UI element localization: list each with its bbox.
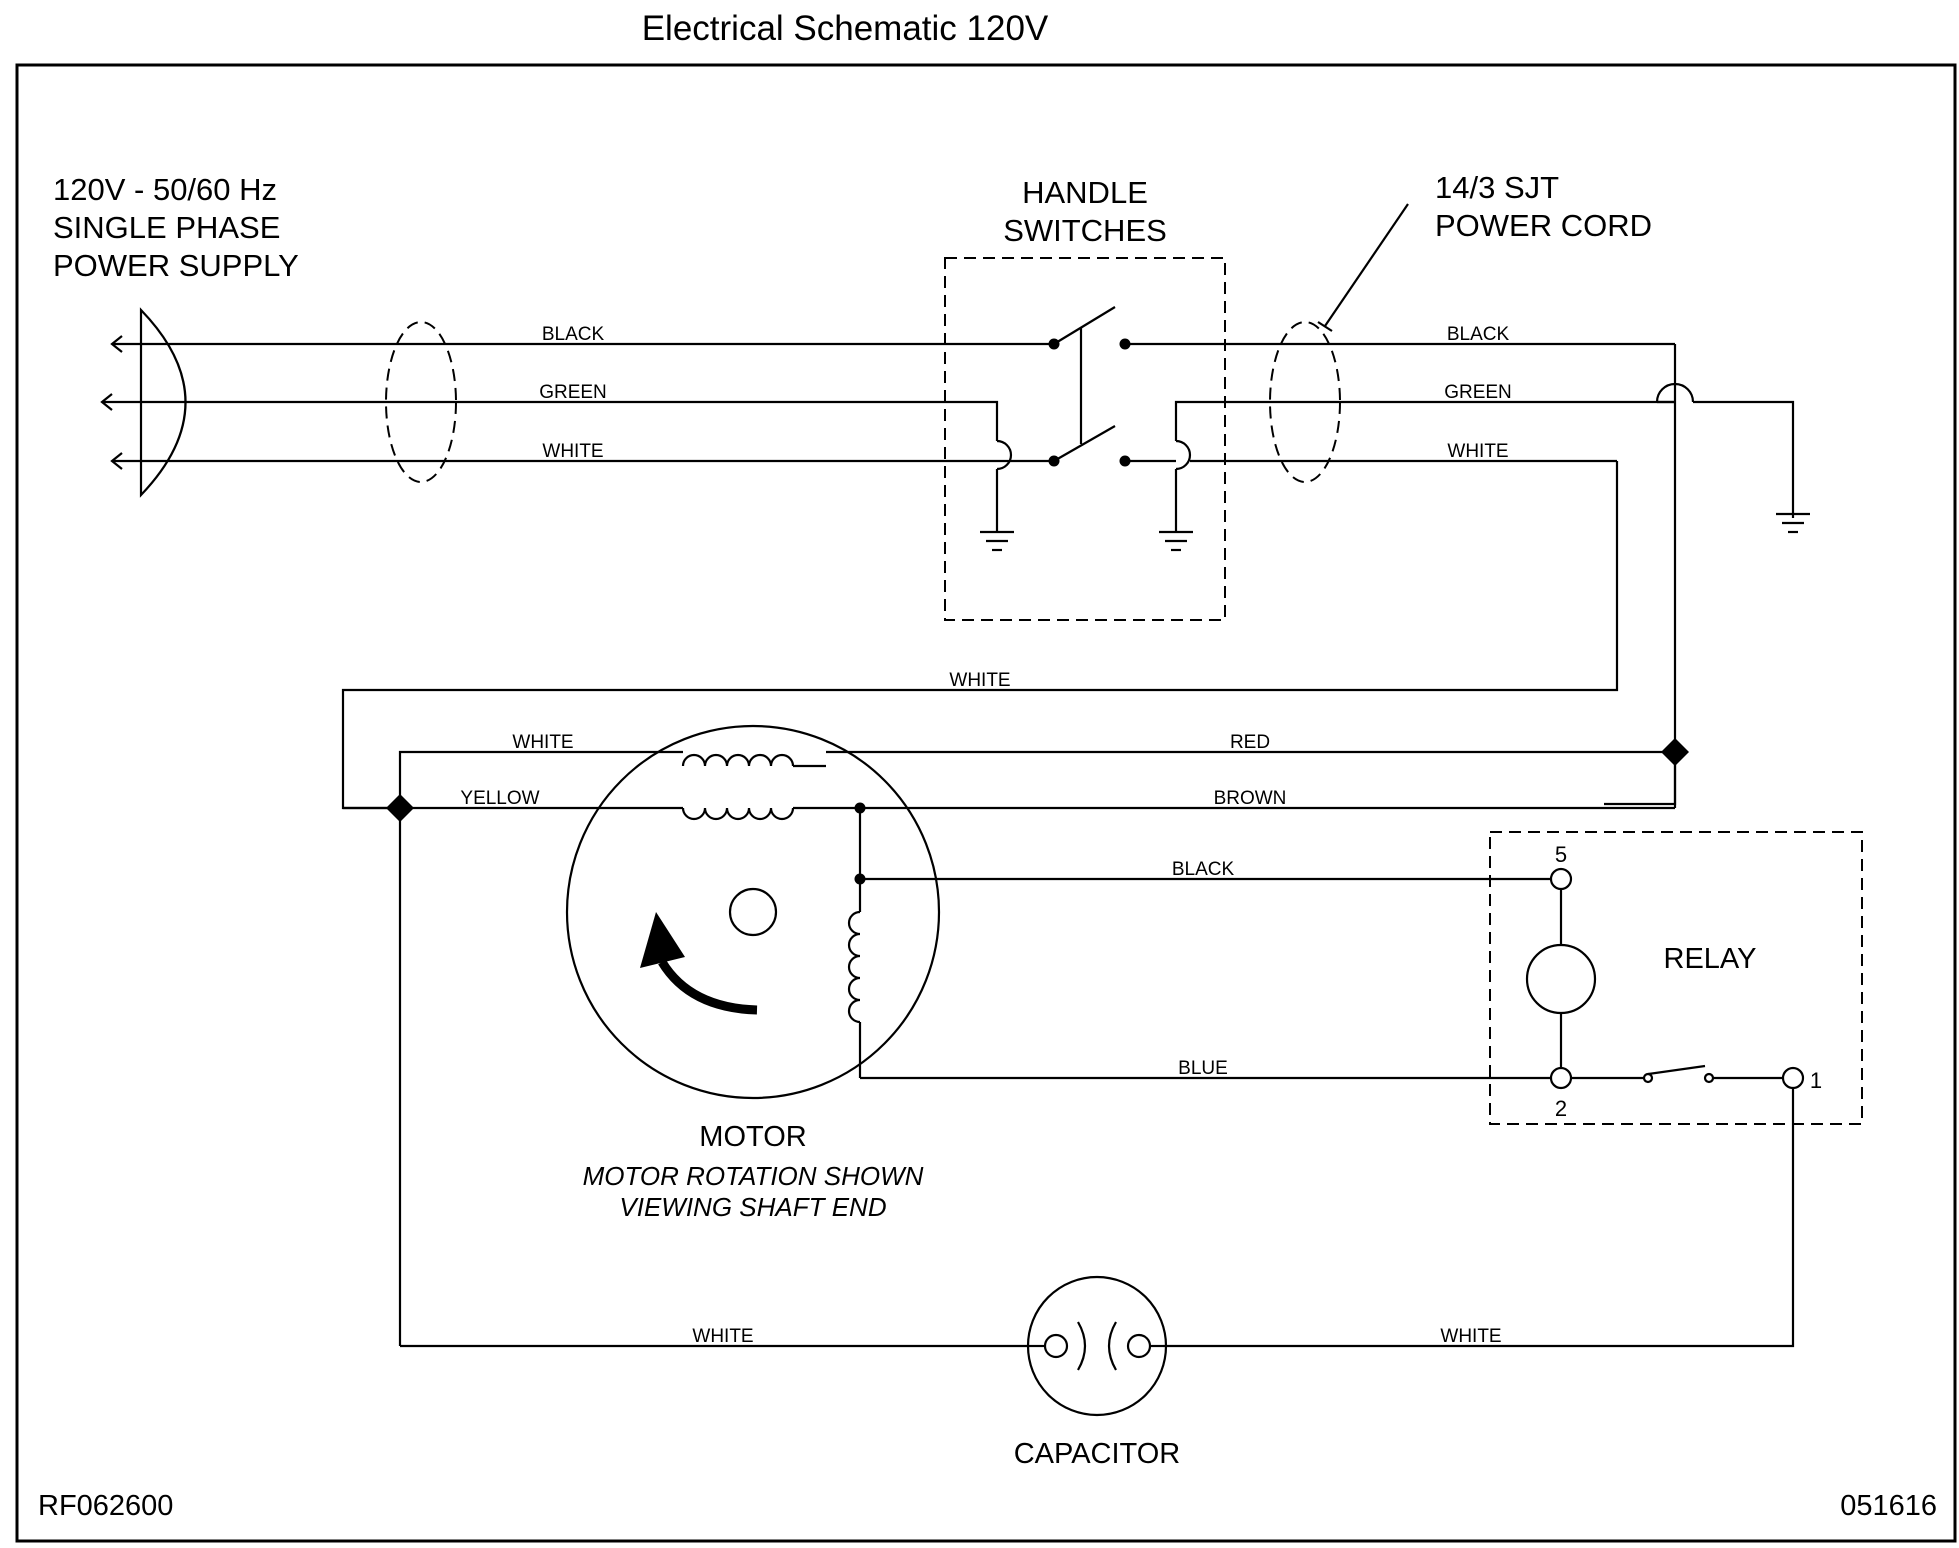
wire-label-cap-white-right: WHITE <box>1440 1326 1501 1347</box>
drawing-code-left: RF062600 <box>38 1490 173 1522</box>
wire-label-cord-green: GREEN <box>1444 382 1512 403</box>
motor-shaft <box>728 887 778 937</box>
power-supply-line2: SINGLE PHASE <box>53 210 280 245</box>
handle-switches-line1: HANDLE <box>1022 175 1148 210</box>
power-cord-line1: 14/3 SJT <box>1435 170 1559 205</box>
wire-label-cord-black: BLACK <box>1447 324 1510 345</box>
handle-switches-box <box>944 257 1226 621</box>
wire-label-relay-black: BLACK <box>1172 859 1235 880</box>
handle-switches-line2: SWITCHES <box>1003 213 1167 248</box>
schematic-title: Electrical Schematic 120V <box>642 9 1049 48</box>
drawing-frame <box>15 63 1957 1543</box>
capacitor-label: CAPACITOR <box>1014 1438 1181 1470</box>
relay-internals <box>1525 867 1805 1090</box>
wire-label-motor-brown: BROWN <box>1214 788 1287 809</box>
relay-box <box>1489 831 1863 1125</box>
wire-label-return-white: WHITE <box>949 670 1010 691</box>
relay-pin-2: 2 <box>1555 1096 1567 1121</box>
capacitor-wires <box>400 1088 1795 1348</box>
power-supply-line1: 120V - 50/60 Hz <box>53 172 277 207</box>
motor-housing <box>565 724 941 1100</box>
power-cord-jacket <box>1269 321 1341 483</box>
wire-label-supply-green: GREEN <box>539 382 607 403</box>
wire-label-motor-white: WHITE <box>512 732 573 753</box>
handle-switch-contacts <box>978 306 1675 552</box>
motor-wires <box>343 738 1689 1346</box>
relay-label: RELAY <box>1664 943 1757 975</box>
power-cord-callout <box>1317 203 1409 332</box>
relay-pin-1: 1 <box>1810 1068 1822 1093</box>
capacitor-symbol <box>1026 1275 1168 1417</box>
wire-label-supply-white: WHITE <box>542 441 603 462</box>
wire-label-cap-white-left: WHITE <box>692 1326 753 1347</box>
motor-rotation-note-line2: VIEWING SHAFT END <box>619 1192 886 1222</box>
wire-label-motor-red: RED <box>1230 732 1270 753</box>
power-supply-line3: POWER SUPPLY <box>53 248 299 283</box>
wire-label-cord-white: WHITE <box>1447 441 1508 462</box>
drawing-code-right: 051616 <box>1840 1490 1937 1522</box>
rotation-arrow-icon <box>640 912 758 1015</box>
wire-label-supply-black: BLACK <box>542 324 605 345</box>
motor-rotation-note-line1: MOTOR ROTATION SHOWN <box>583 1161 924 1191</box>
wire-label-motor-yellow: YELLOW <box>460 788 539 809</box>
power-supply-label: 120V - 50/60 Hz SINGLE PHASE POWER SUPPL… <box>53 172 299 283</box>
power-cord-line2: POWER CORD <box>1435 208 1652 243</box>
supply-wires <box>102 342 1054 463</box>
motor-label: MOTOR <box>699 1121 806 1153</box>
wire-label-relay-blue: BLUE <box>1178 1058 1228 1079</box>
motor-windings <box>681 753 866 1078</box>
relay-pin-5: 5 <box>1555 842 1567 867</box>
